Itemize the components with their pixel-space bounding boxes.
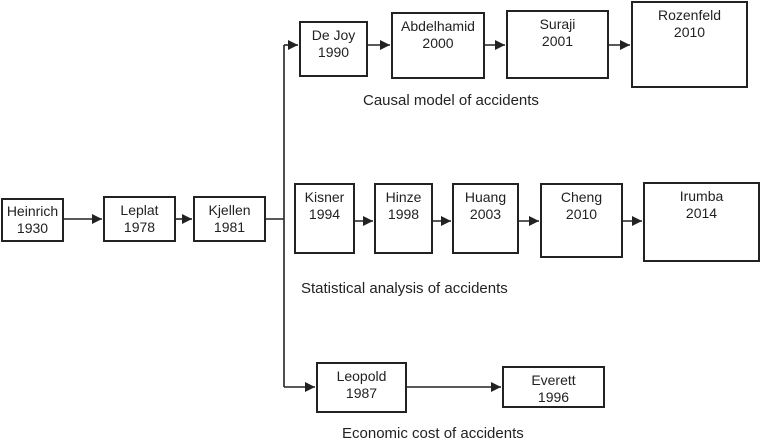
- node-name: Everett: [531, 372, 576, 388]
- node-dejoy: De Joy 1990: [299, 21, 368, 77]
- node-year: 1990: [317, 44, 350, 60]
- node-heinrich: Heinrich 1930: [1, 198, 64, 242]
- node-year: 2000: [422, 35, 454, 51]
- node-name: Irumba: [679, 188, 724, 204]
- node-abdelhamid: Abdelhamid 2000: [391, 12, 485, 79]
- caption-economic-cost: Economic cost of accidents: [342, 425, 524, 442]
- caption-statistical-analysis: Statistical analysis of accidents: [301, 280, 508, 297]
- node-name: Kisner: [304, 189, 345, 205]
- node-kisner: Kisner 1994: [294, 183, 355, 254]
- node-name: Kjellen: [208, 202, 251, 218]
- node-year: 2001: [541, 33, 574, 49]
- node-leplat: Leplat 1978: [103, 196, 176, 242]
- node-irumba: Irumba 2014: [643, 182, 760, 262]
- node-name: Heinrich: [6, 203, 59, 219]
- node-year: 1998: [387, 206, 420, 222]
- node-year: 2014: [685, 205, 718, 221]
- node-name: Rozenfeld: [657, 7, 722, 23]
- node-leopold: Leopold 1987: [316, 362, 407, 413]
- node-rozenfeld: Rozenfeld 2010: [631, 1, 748, 88]
- node-hinze: Hinze 1998: [374, 183, 433, 254]
- node-year: 2010: [565, 206, 598, 222]
- node-year: 1994: [308, 206, 341, 222]
- node-name: Leopold: [336, 368, 387, 384]
- caption-causal-model: Causal model of accidents: [363, 92, 539, 109]
- node-year: 2003: [469, 206, 502, 222]
- node-year: 1996: [537, 389, 570, 405]
- node-name: Huang: [464, 189, 507, 205]
- node-name: De Joy: [311, 27, 356, 43]
- node-name: Hinze: [385, 189, 422, 205]
- node-kjellen: Kjellen 1981: [193, 196, 266, 242]
- node-huang: Huang 2003: [452, 183, 519, 254]
- node-everett: Everett 1996: [502, 366, 605, 408]
- node-year: 1978: [123, 219, 156, 235]
- node-name: Leplat: [120, 202, 159, 218]
- node-name: Suraji: [539, 16, 576, 32]
- node-name: Abdelhamid: [401, 18, 475, 34]
- node-year: 1987: [345, 385, 378, 401]
- node-name: Cheng: [560, 189, 603, 205]
- node-cheng: Cheng 2010: [540, 183, 623, 258]
- node-year: 2010: [673, 24, 706, 40]
- node-year: 1981: [213, 219, 246, 235]
- node-year: 1930: [16, 220, 49, 236]
- node-suraji: Suraji 2001: [506, 10, 609, 79]
